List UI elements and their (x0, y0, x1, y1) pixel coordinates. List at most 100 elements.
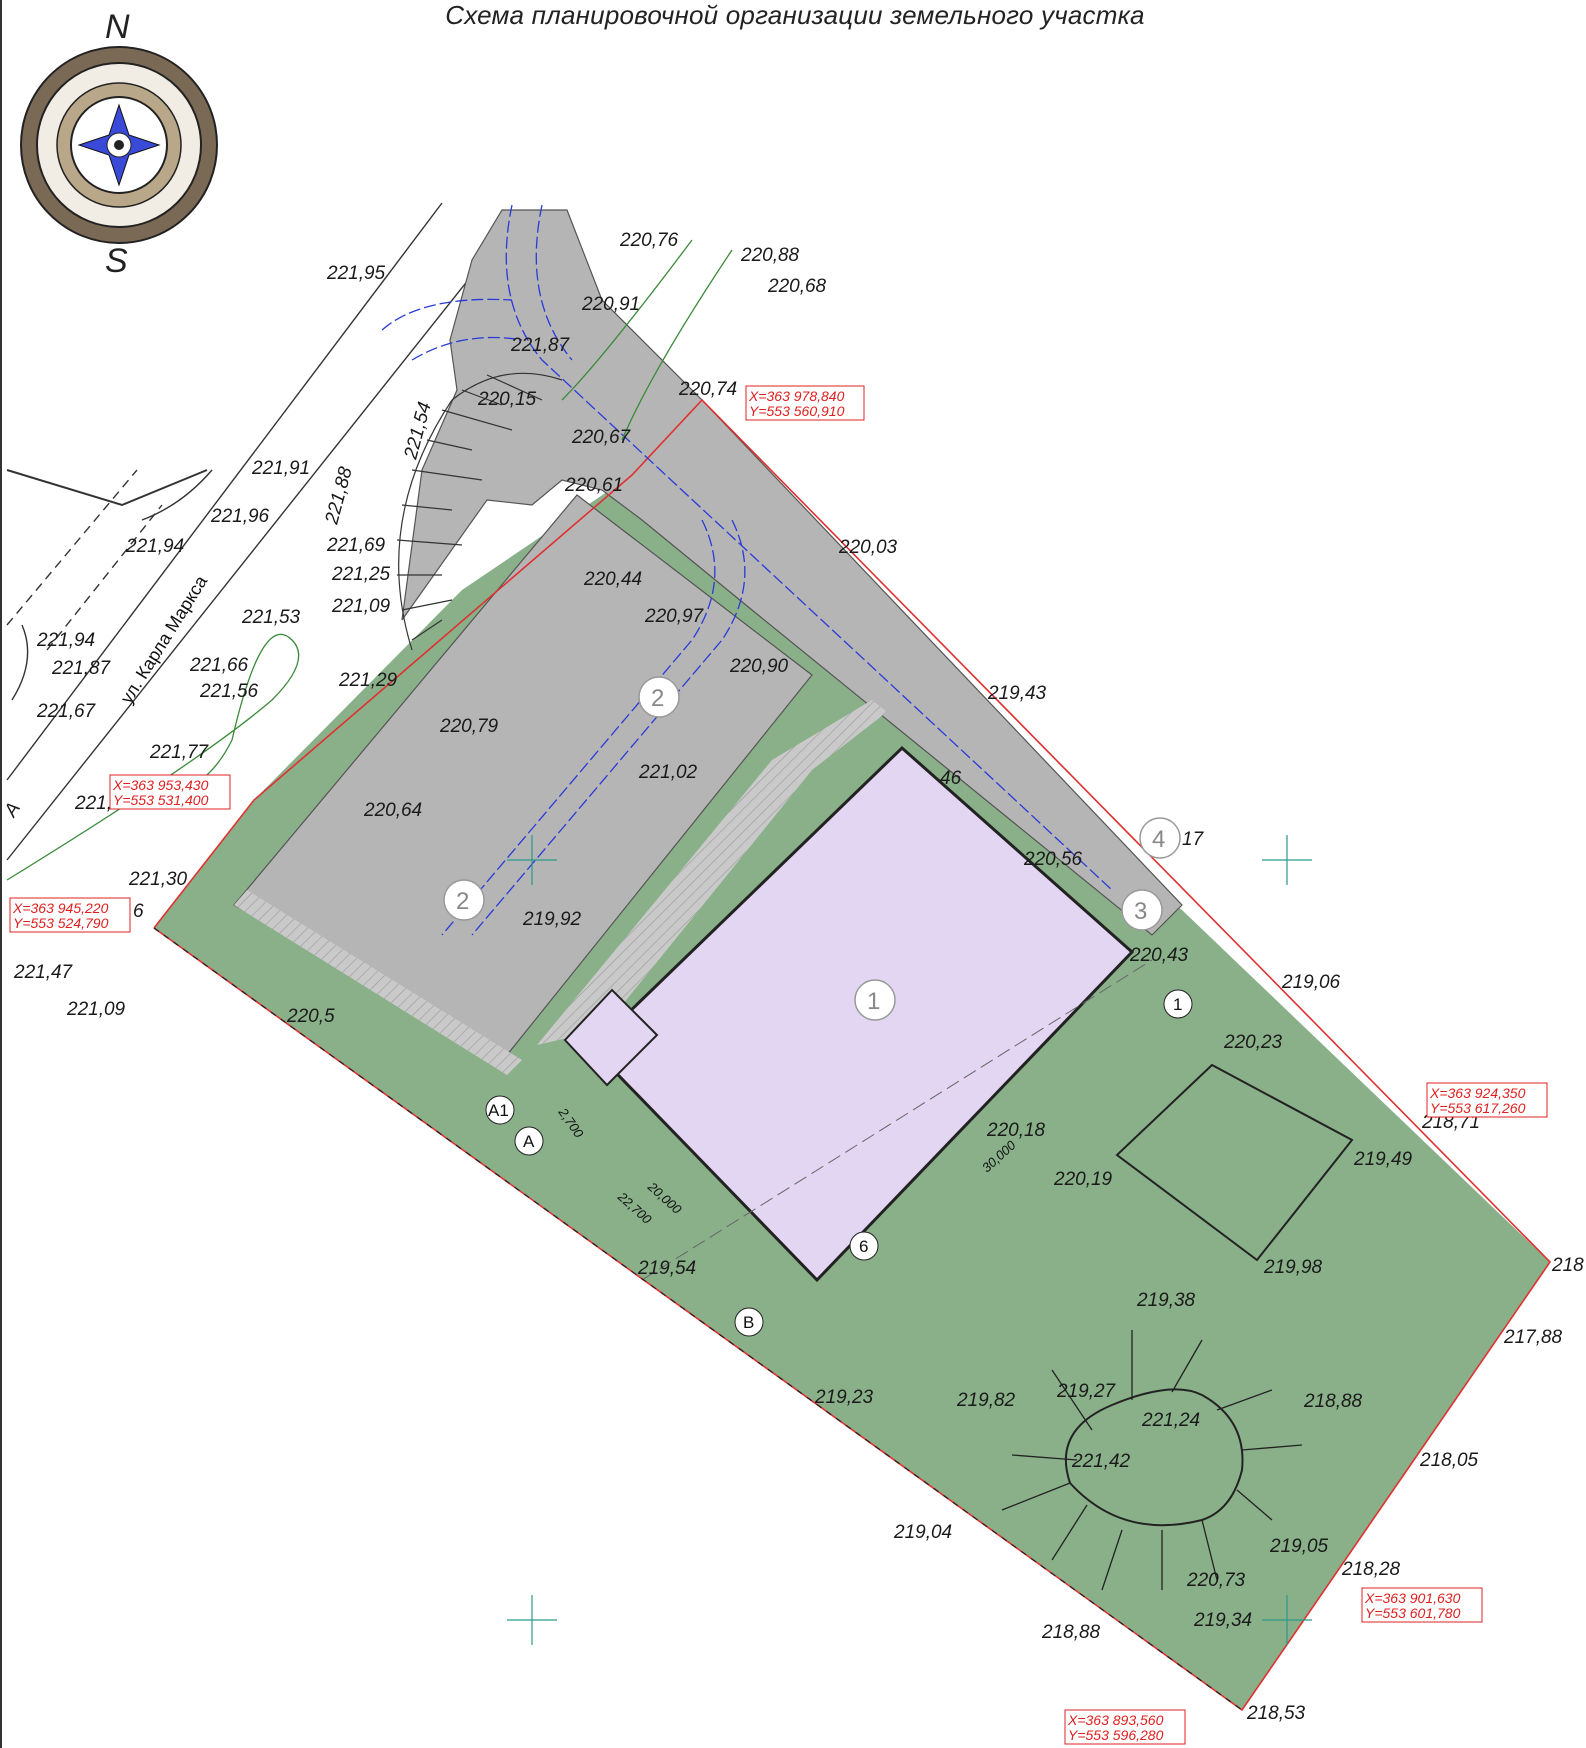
elevation-label: 221,02 (638, 762, 698, 783)
zone-4-label: 4 (1152, 826, 1165, 853)
street-label: ул. Карла Маркса (116, 571, 211, 707)
axis-b-label: B (743, 1313, 754, 1332)
elevation-label: 221,67 (36, 701, 97, 722)
elevation-label: 221,87 (51, 658, 112, 679)
street-lines (6, 202, 493, 861)
coordinate-labels: X=363 978,840 Y=553 560,910 X=363 953,43… (9, 385, 1548, 1745)
elevation-label: 17 (1182, 829, 1205, 850)
elevation-label: 219,82 (956, 1390, 1016, 1411)
elevation-label: 221,94 (36, 630, 95, 651)
elevation-label: 220,79 (439, 716, 499, 737)
elevation-label: 220,19 (1053, 1169, 1113, 1190)
elevation-label: 218,28 (1341, 1559, 1401, 1580)
compass-rose: N S (20, 8, 218, 280)
pit (1115, 1063, 1354, 1262)
elevation-label: 219,98 (1263, 1257, 1323, 1278)
elevation-label: 219,49 (1353, 1149, 1413, 1170)
elevation-label: 219,04 (893, 1522, 952, 1543)
elevation-label: 220,67 (571, 427, 632, 448)
elevation-label: 220,03 (838, 537, 898, 558)
elevation-label: 221,91 (251, 458, 310, 479)
elevation-label: 219,05 (1269, 1536, 1329, 1557)
driveway-paving (401, 209, 1183, 936)
elevation-label: 221,29 (338, 670, 398, 691)
zone-3-label: 3 (1134, 898, 1147, 925)
building-annex (563, 988, 659, 1087)
elevation-label: 220,97 (644, 606, 705, 627)
coord-x: X=363 945,220 (12, 900, 109, 916)
elevation-label: 219,92 (522, 909, 582, 930)
axis-markers: A1 A B 1 6 (485, 989, 1193, 1337)
elevation-label: 221,69 (326, 535, 386, 556)
elevation-label: 220,44 (583, 569, 642, 590)
coord-x: X=363 901,630 (1364, 1590, 1461, 1606)
elevation-label: 218 (1551, 1255, 1584, 1276)
elevation-label: 221,77 (149, 742, 210, 763)
elevation-label: 218,88 (1303, 1391, 1363, 1412)
elevation-label: 220,90 (729, 656, 789, 677)
coord-x: X=363 893,560 (1067, 1712, 1164, 1728)
mound (1001, 1330, 1303, 1591)
axis-1-label: 1 (1173, 995, 1182, 1014)
side-mark-6: 6 (133, 901, 144, 922)
elevation-label: 220,5 (286, 1006, 335, 1027)
coord-y: Y=553 617,260 (1430, 1100, 1526, 1116)
elevation-label: 219,06 (1281, 972, 1341, 993)
elevation-label: 221,09 (331, 596, 391, 617)
elevation-label: 221,25 (331, 564, 391, 585)
elevation-label: 220,18 (986, 1120, 1046, 1141)
elevation-label: 218,88 (1041, 1622, 1101, 1643)
compass-north: N (105, 8, 130, 46)
elevation-label: 220,64 (363, 800, 422, 821)
elevation-label: 220,88 (740, 245, 800, 266)
sidewalk-hatch-2 (537, 700, 887, 1045)
elevation-label: 217,88 (1503, 1327, 1563, 1348)
coord-x: X=363 924,350 (1429, 1085, 1526, 1101)
elevation-label: 220,68 (767, 276, 827, 297)
elevation-labels: 220,76 220,88 220,68 221,95 220,91 221,8… (13, 230, 1584, 1724)
axis-a-label: A (523, 1132, 535, 1151)
coord-x: X=363 978,840 (748, 388, 845, 404)
elevation-label: 219,27 (1056, 1381, 1117, 1402)
elevation-label: 220,74 (678, 379, 737, 400)
elevation-label: 221,47 (13, 962, 74, 983)
elevation-label: 221,24 (1141, 1410, 1200, 1431)
elevation-label: 219,38 (1136, 1290, 1196, 1311)
elevation-label: 221,09 (66, 999, 126, 1020)
plan-title: Схема планировочной организации земельно… (445, 0, 1145, 30)
plot-boundary (153, 398, 1552, 1712)
elevation-label: 218,05 (1419, 1450, 1479, 1471)
zone-2-label: 2 (651, 685, 664, 712)
elevation-label: 220,56 (1023, 849, 1083, 870)
elevation-label: 220,15 (477, 389, 537, 410)
side-mark-a: А (2, 799, 25, 822)
elevation-label: 221,53 (241, 607, 301, 628)
elevation-label: 221,88 (321, 464, 357, 527)
elevation-label: 220,43 (1129, 945, 1189, 966)
elevation-label: 219,43 (987, 683, 1047, 704)
coord-y: Y=553 601,780 (1365, 1605, 1461, 1621)
slope-hatch (396, 372, 563, 651)
grid-crosses (507, 835, 1312, 1645)
elevation-label: 220,76 (619, 230, 679, 251)
coord-y: Y=553 524,790 (13, 915, 109, 931)
elevation-label: 46 (940, 768, 962, 789)
elevation-label: 221,94 (125, 536, 184, 557)
zone-2b-label: 2 (456, 888, 469, 915)
elevation-label: 221,96 (210, 506, 270, 527)
zone-markers: 1 2 2 3 4 (443, 676, 1181, 1021)
elevation-label: 221,42 (1071, 1451, 1131, 1472)
elevation-label: 219,34 (1193, 1610, 1252, 1631)
elevation-label: 220,73 (1186, 1570, 1246, 1591)
elevation-label: 221,66 (189, 655, 249, 676)
elevation-label: 219,54 (637, 1258, 696, 1279)
zone-1-label: 1 (867, 988, 880, 1015)
elevation-label: 221,87 (510, 335, 571, 356)
elevation-label: 220,23 (1223, 1032, 1283, 1053)
elevation-label: 220,61 (564, 475, 623, 496)
elevation-label: 218,53 (1246, 1703, 1306, 1724)
axis-6-label: 6 (859, 1237, 868, 1256)
sidewalk-hatch (234, 890, 522, 1075)
